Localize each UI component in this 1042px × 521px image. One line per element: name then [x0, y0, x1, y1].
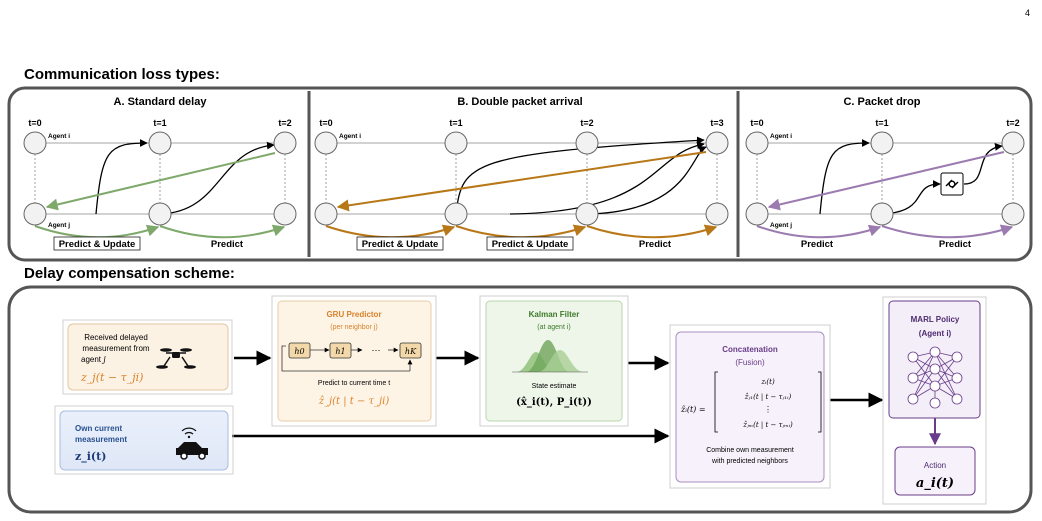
gru-predictor-box: GRU Predictor (per neighbor j) h0 h1 ⋯ h…: [271, 295, 437, 427]
kalman-filter-box: Kalman Filter (at agent i) State estimat…: [479, 295, 629, 427]
received-line2: measurement from: [82, 344, 149, 353]
panel-a-time-2: t=2: [278, 118, 291, 128]
received-line3: agent: [81, 355, 102, 364]
panel-c-time-2: t=2: [1006, 118, 1019, 128]
panel-b-time-1: t=1: [449, 118, 462, 128]
neural-net-icon: [907, 346, 963, 409]
own-formula: z_i(t): [75, 450, 106, 464]
panel-c-label-1: Predict: [801, 239, 834, 250]
concat-note1: Combine own measurement: [706, 447, 794, 454]
delay-comp-title: Delay compensation scheme:: [24, 265, 235, 282]
marl-policy-box: MARL Policy (Agent i): [882, 296, 987, 505]
concat-title: Concatenation: [722, 345, 778, 354]
concat-note2: with predicted neighbors: [711, 458, 788, 465]
panel-b-agent-i: Agent i: [339, 133, 361, 140]
gru-title: GRU Predictor: [326, 310, 381, 319]
marl-title2: (Agent i): [919, 329, 952, 338]
drone-icon: [156, 348, 196, 369]
panel-b-label-3: Predict: [639, 239, 672, 250]
panel-a: A. Standard delay t=0 t=1 t=2 Agent i Ag…: [23, 96, 297, 251]
received-line1: Received delayed: [84, 333, 148, 342]
action-box: Action a_i(t): [894, 446, 976, 496]
received-measurement-box: Received delayed measurement from agent …: [62, 319, 233, 395]
svg-text:⋮: ⋮: [764, 405, 772, 414]
panel-b: B. Double packet arrival t=0 t=1 t=2 t=3…: [314, 96, 729, 251]
svg-text:ẑⱼ₁(t | t − τⱼ₁ᵢ): ẑⱼ₁(t | t − τⱼ₁ᵢ): [744, 393, 792, 401]
gru-dots: ⋯: [372, 345, 381, 355]
svg-text:agent j: agent j: [81, 355, 106, 364]
gru-h1: h1: [335, 347, 345, 356]
panel-c-agent-j: Agent j: [770, 222, 792, 229]
kalman-formula: (x̂_i(t), P_i(t)): [516, 397, 592, 408]
gru-formula: ẑ_j(t | t − τ_ji): [318, 396, 390, 407]
kalman-sub: (at agent i): [537, 324, 570, 331]
concat-sub: (Fusion): [735, 358, 765, 367]
panel-a-time-1: t=1: [153, 118, 166, 128]
gru-hK: hK: [405, 347, 417, 356]
panel-a-label-1: Predict & Update: [59, 239, 136, 250]
broken-link-icon: [940, 172, 964, 196]
comm-loss-frame: [7, 86, 1033, 262]
action-formula: a_i(t): [916, 476, 954, 491]
delay-comp-frame: [7, 285, 1033, 514]
gaussian-curves-icon: [512, 340, 588, 373]
received-var: j: [101, 355, 106, 364]
page-number: 4: [1025, 8, 1030, 18]
concatenation-box: Concatenation (Fusion) z̃ᵢ(t) = zᵢ(t) ẑⱼ…: [669, 324, 831, 489]
panel-a-label-2: Predict: [211, 239, 244, 250]
panel-c: C. Packet drop t=0 t=1 t=2 Agent i Agent…: [745, 96, 1025, 250]
car-icon: [176, 427, 208, 460]
kalman-title: Kalman Filter: [529, 310, 580, 319]
panel-c-time-1: t=1: [875, 118, 888, 128]
panel-c-title: C. Packet drop: [843, 96, 920, 108]
received-formula: z_j(t − τ_ji): [80, 371, 143, 384]
action-title: Action: [924, 461, 946, 470]
own-line1: Own current: [75, 424, 122, 433]
panel-a-time-0: t=0: [28, 118, 41, 128]
svg-text:z̃ᵢ(t) =: z̃ᵢ(t) =: [680, 405, 706, 414]
panel-c-label-2: Predict: [939, 239, 972, 250]
kalman-state: State estimate: [532, 383, 577, 390]
panel-b-label-2: Predict & Update: [492, 239, 569, 250]
panel-b-title: B. Double packet arrival: [457, 96, 582, 108]
panel-a-title: A. Standard delay: [114, 96, 208, 108]
panel-a-agent-j: Agent j: [48, 222, 70, 229]
gru-sub: (per neighbor j): [330, 324, 377, 331]
svg-text:ẑⱼₘ(t | t − τⱼₘᵢ): ẑⱼₘ(t | t − τⱼₘᵢ): [742, 421, 793, 429]
panel-a-agent-i: Agent i: [48, 133, 70, 140]
panel-b-time-2: t=2: [580, 118, 593, 128]
marl-title1: MARL Policy: [911, 315, 960, 324]
own-measurement-box: Own current measurement z_i(t): [54, 405, 234, 475]
panel-c-agent-i: Agent i: [770, 133, 792, 140]
panel-b-time-0: t=0: [319, 118, 332, 128]
comm-loss-title: Communication loss types:: [24, 66, 220, 83]
gru-pred: Predict to current time t: [318, 380, 390, 387]
svg-text:zᵢ(t): zᵢ(t): [760, 378, 775, 386]
own-line2: measurement: [75, 435, 127, 444]
panel-b-label-1: Predict & Update: [362, 239, 439, 250]
panel-b-time-3: t=3: [710, 118, 723, 128]
panel-c-time-0: t=0: [750, 118, 763, 128]
gru-h0: h0: [294, 347, 304, 356]
